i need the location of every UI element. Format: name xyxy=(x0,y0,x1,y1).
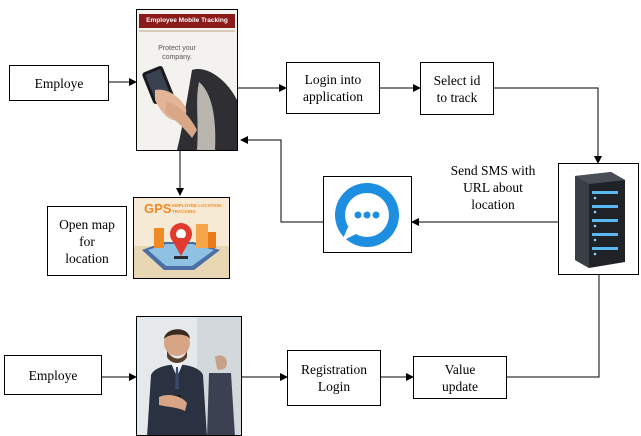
gps-subtitle: EMPLOYEE LOCATION TRACKING xyxy=(172,203,222,214)
employee-box-bottom: Employe xyxy=(4,355,102,395)
login-application-label: Login into application xyxy=(303,72,363,104)
employee-tracking-card: Employee Mobile Tracking Protect your co… xyxy=(136,9,238,151)
gps-title: GPS xyxy=(144,201,172,216)
arrow-value-to-server xyxy=(507,249,603,378)
server-icon xyxy=(575,172,625,268)
employee-photo xyxy=(136,316,242,436)
select-id-box: Select id to track xyxy=(420,62,494,115)
employee-label-bottom: Employe xyxy=(28,367,78,383)
select-id-label: Select id to track xyxy=(433,72,481,105)
gps-tracking-image: GPS EMPLOYEE LOCATION TRACKING xyxy=(133,197,230,279)
registration-login-label: Registration Login xyxy=(301,362,367,394)
chat-message-box xyxy=(323,176,412,253)
arrow-select-to-server xyxy=(494,87,602,164)
login-application-box: Login into application xyxy=(286,62,380,114)
open-map-label: Open map for location xyxy=(59,216,115,266)
registration-login-box: Registration Login xyxy=(287,350,381,406)
send-sms-annotation: Send SMS with URL about location xyxy=(450,163,536,212)
chat-bubble-icon xyxy=(335,183,399,247)
value-update-label: Value update xyxy=(442,361,478,394)
arrow-chat-to-app xyxy=(240,136,323,223)
tracking-card-title: Employee Mobile Tracking xyxy=(146,17,228,24)
server-box xyxy=(558,163,639,275)
businessman-phone-icon xyxy=(137,317,241,435)
tracking-card-tagline: Protect your company. xyxy=(158,45,196,61)
value-update-box: Value update xyxy=(413,356,507,399)
employee-box-top: Employe xyxy=(9,65,109,101)
employee-label-top: Employe xyxy=(34,75,84,91)
open-map-box: Open map for location xyxy=(47,206,127,276)
